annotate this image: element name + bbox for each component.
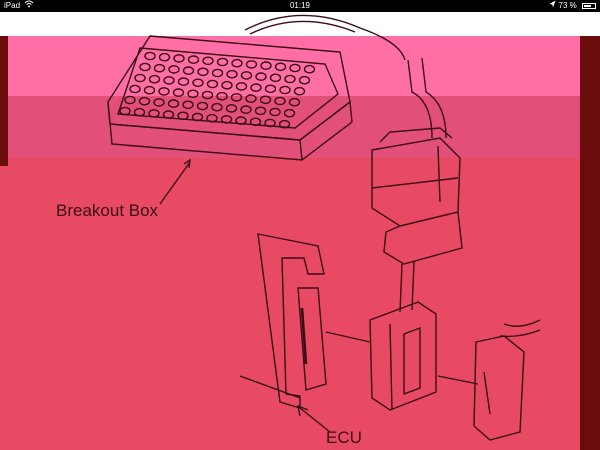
pin-hole bbox=[289, 63, 301, 73]
pin-hole bbox=[259, 95, 272, 105]
pin-hole bbox=[274, 62, 287, 72]
wifi-icon bbox=[24, 0, 34, 12]
pin-hole bbox=[250, 83, 262, 92]
pin-hole bbox=[167, 99, 180, 108]
distortion-band-mid bbox=[0, 96, 600, 158]
caption-ecu: ECU bbox=[326, 428, 362, 447]
pin-hole bbox=[235, 82, 248, 91]
pin-hole bbox=[264, 84, 277, 94]
pin-hole bbox=[240, 105, 252, 114]
pin-hole bbox=[129, 84, 141, 94]
pin-hole bbox=[283, 108, 296, 118]
pin-hole bbox=[163, 76, 175, 85]
pin-hole bbox=[196, 101, 209, 111]
pin-hole bbox=[211, 102, 223, 112]
pin-hole bbox=[138, 96, 151, 106]
pin-hole bbox=[206, 79, 219, 89]
dark-edge-right bbox=[580, 36, 600, 450]
wiring-illustration bbox=[107, 14, 541, 441]
connector-right-icon bbox=[473, 319, 541, 441]
pin-hole bbox=[124, 95, 136, 105]
pin-hole bbox=[260, 61, 272, 70]
pin-hole bbox=[298, 75, 311, 85]
pin-hole bbox=[177, 111, 189, 121]
pin-hole bbox=[168, 65, 180, 74]
pin-hole bbox=[144, 51, 156, 61]
breakout-box-icon bbox=[107, 35, 353, 161]
status-device: iPad bbox=[4, 0, 34, 12]
pin-hole bbox=[148, 74, 161, 84]
pin-hole bbox=[133, 107, 146, 117]
connector-upper-icon bbox=[371, 127, 463, 265]
pin-hole bbox=[255, 72, 267, 81]
pin-hole bbox=[134, 73, 146, 83]
pin-hole bbox=[269, 73, 282, 83]
pin-hole bbox=[197, 67, 209, 77]
pin-hole bbox=[288, 97, 301, 107]
location-icon bbox=[549, 0, 558, 10]
dark-edge-left bbox=[0, 36, 8, 166]
pin-hole bbox=[269, 107, 281, 117]
pin-hole bbox=[274, 96, 286, 106]
pin-hole bbox=[201, 90, 214, 100]
pin-hole bbox=[153, 98, 165, 107]
pin-hole bbox=[254, 106, 267, 116]
pin-hole bbox=[192, 78, 204, 88]
device-label: iPad bbox=[4, 1, 21, 10]
battery-icon bbox=[582, 2, 596, 9]
pin-hole bbox=[235, 116, 247, 125]
pin-hole bbox=[177, 77, 190, 86]
pin-hole bbox=[153, 63, 166, 73]
pin-hole bbox=[225, 104, 238, 113]
pin-hole bbox=[182, 66, 195, 75]
pin-hole bbox=[216, 57, 229, 67]
pin-hole bbox=[245, 94, 257, 103]
image-viewer[interactable]: Breakout Box ECU bbox=[0, 12, 600, 450]
pin-hole bbox=[240, 71, 253, 80]
pin-hole bbox=[211, 68, 224, 78]
connector-middle-icon bbox=[369, 301, 437, 411]
pin-hole bbox=[231, 58, 243, 68]
pin-hole bbox=[158, 52, 171, 62]
pin-hole bbox=[182, 100, 194, 110]
status-bar: iPad 01:19 73 % bbox=[0, 0, 600, 12]
pin-hole bbox=[187, 55, 200, 64]
pin-hole bbox=[158, 87, 170, 96]
pin-hole bbox=[187, 89, 199, 99]
pin-hole bbox=[249, 117, 262, 127]
pin-hole bbox=[172, 88, 185, 97]
pin-hole bbox=[278, 119, 291, 129]
pin-hole bbox=[264, 118, 276, 128]
pin-hole bbox=[206, 113, 218, 123]
pin-hole bbox=[148, 109, 160, 118]
pin-hole bbox=[284, 74, 296, 84]
pin-hole bbox=[139, 62, 151, 72]
pin-hole bbox=[245, 60, 258, 69]
pin-hole bbox=[119, 106, 131, 116]
pin-hole bbox=[226, 69, 238, 79]
pin-hole bbox=[220, 115, 233, 124]
caption-breakout-box: Breakout Box bbox=[56, 201, 159, 220]
pin-hole bbox=[143, 85, 156, 95]
pin-hole bbox=[221, 80, 233, 90]
pin-hole bbox=[293, 86, 306, 96]
pin-hole bbox=[279, 85, 291, 95]
status-time: 01:19 bbox=[289, 1, 311, 10]
status-right: 73 % bbox=[549, 0, 596, 12]
battery-fill bbox=[584, 4, 592, 7]
pin-hole bbox=[230, 93, 243, 102]
pin-hole bbox=[191, 112, 204, 122]
pin-hole bbox=[202, 56, 214, 66]
pin-hole bbox=[303, 64, 316, 74]
ecu-icon bbox=[257, 233, 327, 409]
battery-percent: 73 % bbox=[558, 1, 577, 10]
pin-hole bbox=[173, 54, 185, 63]
pin-hole bbox=[216, 91, 228, 101]
pin-hole bbox=[162, 110, 175, 119]
